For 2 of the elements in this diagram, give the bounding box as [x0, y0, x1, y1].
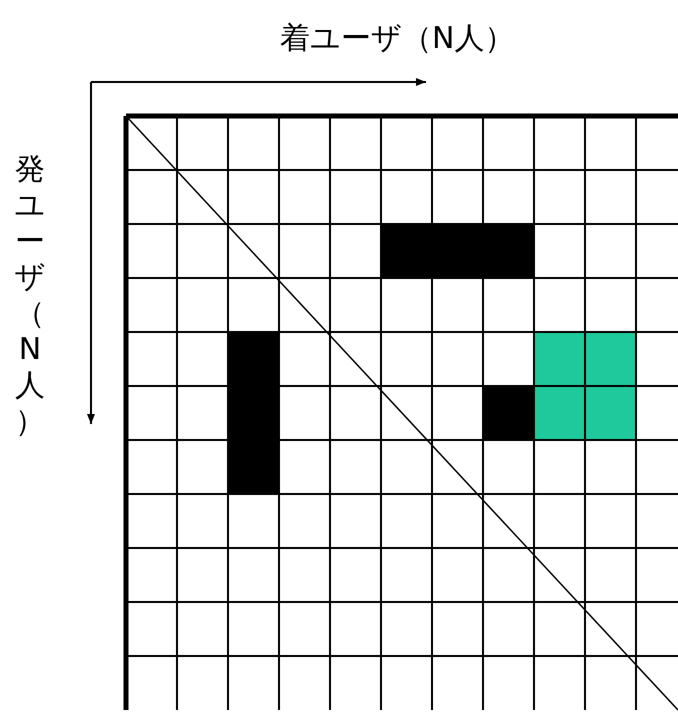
axis-label: 発ユーザ（N人）: [14, 152, 46, 440]
axis-label: 着ユーザ（N人）: [280, 20, 514, 58]
